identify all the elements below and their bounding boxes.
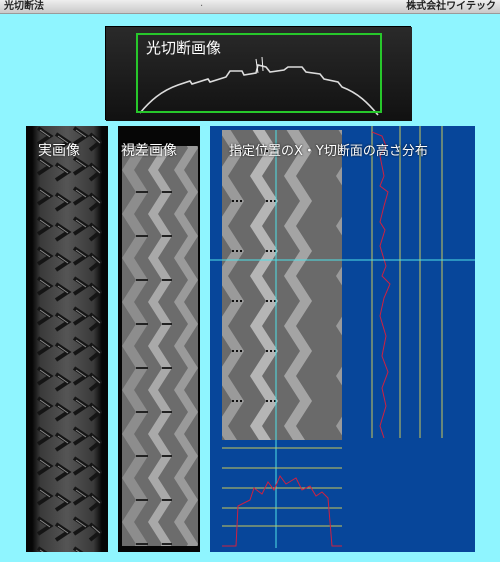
company-name: 株式会社ワイテック [406, 1, 496, 12]
light-section-label: 光切断画像 [146, 39, 222, 57]
distribution-label: 指定位置のX・Y切断面の高さ分布 [229, 144, 428, 159]
light-section-curve-icon [106, 27, 412, 121]
title-separator: · [200, 1, 204, 12]
app-title: 光切断法 [4, 1, 44, 12]
tire-tread-icon [32, 126, 102, 552]
real-image-label: 実画像 [38, 143, 80, 159]
height-distribution-panel [210, 126, 475, 552]
parallax-image-panel [118, 126, 200, 552]
parallax-tread-icon [122, 146, 198, 546]
light-section-image-panel: 光切断画像 [105, 26, 412, 121]
height-distribution-plot [210, 126, 475, 548]
window-titlebar: 光切断法 · 株式会社ワイテック [0, 0, 500, 14]
parallax-image-label: 視差画像 [121, 143, 177, 159]
real-image-panel [26, 126, 108, 552]
roi-box[interactable] [136, 33, 382, 113]
